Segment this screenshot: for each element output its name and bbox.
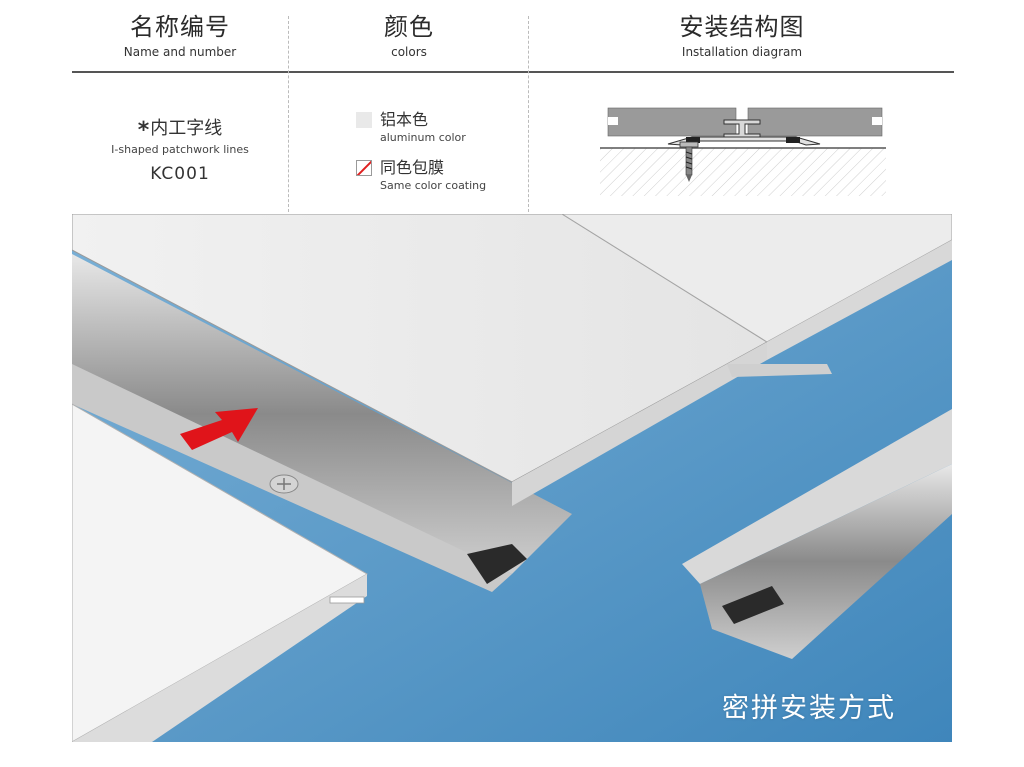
header-colors-en: colors [391,45,427,59]
panel-top-edge [512,342,767,506]
diagram-screw-head [679,141,699,148]
diagram-panel-left [607,107,737,137]
ceiling-panel-right [561,214,952,343]
header-name-cn: 名称编号 [130,13,230,41]
diagram-gasket-left [686,137,700,143]
diagram-screw-thread [685,151,693,170]
diagram-screw-shaft [685,146,693,176]
header-name-number: 名称编号 Name and number [72,12,288,60]
product-name-cn: *内工字线 [72,118,288,142]
diagram-panel-right [747,107,883,137]
header-installation: 安装结构图 Installation diagram [530,12,954,60]
color-coating-en: Same color coating [380,179,487,192]
product-code: KC001 [150,164,210,184]
clip-back [727,364,832,377]
diagram-gasket-right [786,137,800,143]
direction-arrow-icon [180,408,258,450]
i-profile-rail [72,254,572,574]
product-info: *内工字线 I-shaped patchwork lines KC001 [72,118,288,185]
diagram-groove-left [608,117,618,125]
header-divider [72,71,954,73]
column-divider-1 [288,16,289,212]
panel-groove [329,596,365,604]
photo-illustration [72,214,952,742]
diagram-substrate [600,148,886,196]
panel-right-edge [767,240,952,360]
diagram-groove-right [872,117,882,125]
loose-profile-gasket [722,586,784,624]
installation-diagram [600,107,886,196]
column-divider-2 [528,16,529,212]
coating-swatch-icon [356,160,372,176]
product-name-cn-text: 内工字线 [150,118,223,139]
panel-lower-edge [72,574,367,742]
screw-cross [277,478,291,490]
color-aluminum-en: aluminum color [380,131,466,144]
loose-profile-top [682,409,952,584]
diagram-screw-tip [686,175,692,182]
header-install-en: Installation diagram [681,45,803,59]
aluminum-swatch-icon [356,112,372,128]
header-install-cn: 安装结构图 [679,13,805,41]
star-icon: * [137,118,150,143]
header-colors-cn: 颜色 [384,13,434,41]
installation-photo [72,214,952,742]
color-aluminum-cn: 铝本色 [380,110,429,129]
header-colors: 颜色 colors [290,12,528,60]
product-name-en: I-shaped patchwork lines [111,143,249,156]
photo-caption: 密拼安装方式 [722,693,896,724]
rail-gasket [467,544,527,584]
color-coating-cn: 同色包膜 [380,158,445,177]
header-name-en: Name and number [123,45,237,59]
